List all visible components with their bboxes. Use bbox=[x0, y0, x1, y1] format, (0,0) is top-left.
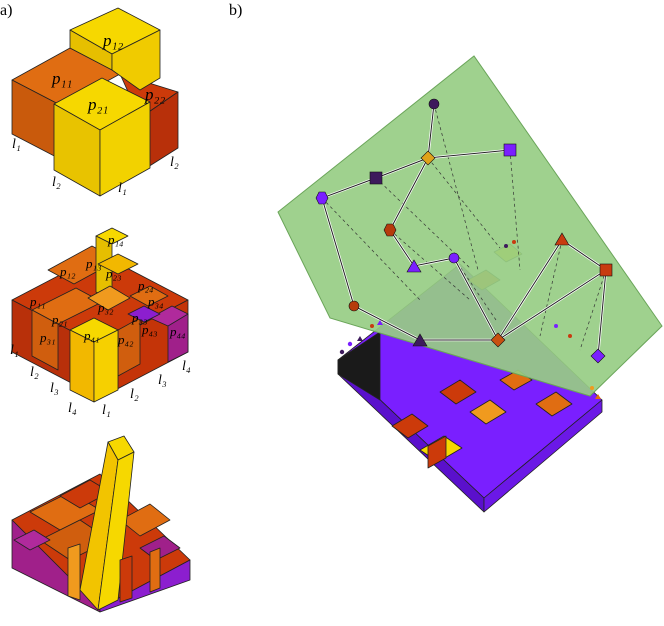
tile-p21-right bbox=[99, 101, 151, 197]
axis-label-right-l2: l₂ bbox=[170, 155, 179, 170]
mid-axis-right-l3: l₃ bbox=[158, 373, 167, 388]
b-node-triangle-dark bbox=[412, 333, 428, 347]
bottom-col-1 bbox=[67, 543, 81, 601]
mid-label-p31: p₃₁ bbox=[39, 330, 56, 345]
b-node-hexagon-violet bbox=[315, 191, 329, 205]
mid-label-p11: p₁₁ bbox=[29, 294, 46, 309]
mid-axis-right-l1: l₁ bbox=[102, 403, 111, 418]
mid-axis-right-l4: l₄ bbox=[182, 359, 191, 374]
tile-label-p22: p₂₂ bbox=[144, 85, 165, 104]
b-node-square-dark bbox=[369, 171, 383, 185]
mid-label-p12: p₁₂ bbox=[59, 264, 76, 279]
mid-label-p13: p₁₃ bbox=[85, 256, 102, 271]
mid-label-p21: p₂₁ bbox=[51, 312, 68, 327]
mid-label-p32: p₃₂ bbox=[97, 300, 114, 315]
panel-a-label: a) bbox=[0, 2, 12, 19]
mid-p33-top bbox=[127, 305, 161, 323]
tile-label-p21: p₂₁ bbox=[87, 95, 108, 114]
bottom-terrace-3 bbox=[119, 503, 171, 537]
bottom-ridge-face bbox=[97, 451, 135, 611]
b-slab-right bbox=[483, 399, 603, 513]
panel-b-diagram bbox=[277, 55, 663, 513]
bottom-terrace-6 bbox=[13, 529, 51, 551]
mid-p21-front bbox=[31, 309, 59, 371]
mid-axis-left-l2: l₂ bbox=[30, 365, 39, 380]
mid-label-p24: p₂₄ bbox=[137, 278, 154, 293]
b-green-plane bbox=[277, 55, 663, 397]
b-slab-dark bbox=[337, 331, 381, 401]
mid-p41-right bbox=[93, 329, 119, 403]
b-block-3 bbox=[469, 399, 507, 425]
mid-label-p41: p₄₁ bbox=[83, 328, 100, 343]
panel-a-top-diagram: p₁₂ p₁₁ p₂₁ p₂₂ l₁ l₂ l₁ l₂ bbox=[11, 7, 179, 197]
mid-p23-top bbox=[97, 253, 139, 275]
tile-label-p12: p₁₂ bbox=[102, 31, 123, 50]
axis-label-left-l1: l₁ bbox=[12, 137, 21, 152]
b-node-diamond-gold bbox=[420, 150, 436, 166]
mid-axis-left-l1: l₁ bbox=[10, 343, 19, 358]
b-node-diamond-orange bbox=[490, 332, 506, 348]
mid-label-p43: p₄₃ bbox=[141, 322, 158, 337]
bottom-col-3 bbox=[149, 547, 161, 593]
b-node-hexagon-rust bbox=[383, 223, 397, 237]
mid-axis-left-l4: l₄ bbox=[68, 401, 77, 416]
b-block-9 bbox=[427, 435, 447, 469]
b-block-6 bbox=[535, 391, 573, 417]
b-node-square-violet bbox=[503, 143, 517, 157]
axis-label-right-l1: l₁ bbox=[118, 181, 127, 196]
b-node-square-red bbox=[599, 263, 613, 277]
mid-p34-top bbox=[129, 285, 169, 307]
mid-label-p34: p₃₄ bbox=[147, 294, 164, 309]
tile-label-p11: p₁₁ bbox=[51, 69, 72, 88]
b-block-5 bbox=[439, 379, 477, 405]
b-node-circle-rust bbox=[348, 300, 360, 312]
mid-axis-left-l3: l₃ bbox=[50, 381, 59, 396]
b-block-2 bbox=[391, 413, 429, 439]
b-node-circle-dark bbox=[428, 98, 440, 110]
mid-label-p33: p₃₃ bbox=[131, 310, 148, 325]
b-node-triangle-violet bbox=[406, 259, 422, 273]
mid-label-p44: p₄₄ bbox=[169, 324, 186, 339]
b-scatter-markers bbox=[339, 240, 601, 399]
axis-label-left-l2: l₂ bbox=[52, 175, 61, 190]
b-node-triangle-red bbox=[554, 232, 570, 246]
mid-p32-top bbox=[87, 285, 131, 311]
tile-p12-right bbox=[111, 29, 161, 91]
b-node-diamond-violet bbox=[590, 348, 606, 364]
bottom-col-2 bbox=[119, 555, 133, 603]
panel-b-label: b) bbox=[229, 2, 242, 19]
panel-a-bottom-diagram bbox=[11, 435, 191, 613]
panel-a-middle-diagram: p₁₄ p₁₂ p₁₃ p₂₃ p₁₁ p₂₄ p₂₁ p₃₂ p₃₄ p₃₁ … bbox=[10, 227, 191, 418]
mid-p44-top bbox=[149, 305, 189, 327]
mid-axis-right-l2: l₂ bbox=[130, 387, 139, 402]
mid-label-p23: p₂₃ bbox=[105, 266, 122, 281]
mid-label-p42: p₄₂ bbox=[117, 332, 134, 347]
mid-label-p14: p₁₄ bbox=[107, 232, 124, 247]
b-node-circle-violet bbox=[448, 252, 460, 264]
